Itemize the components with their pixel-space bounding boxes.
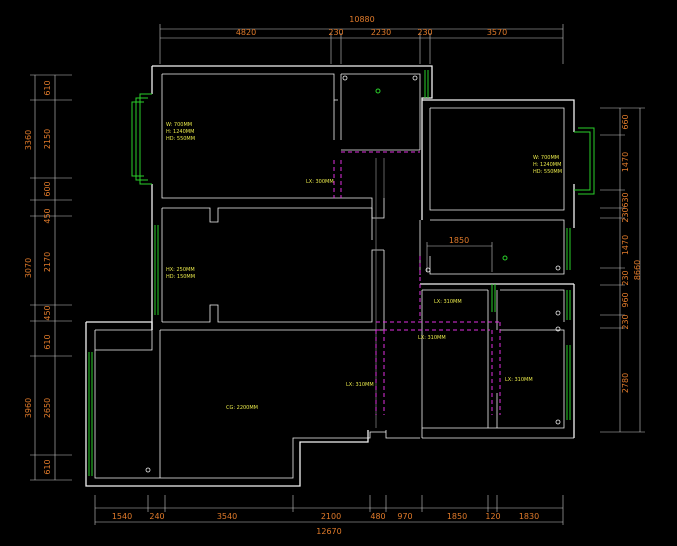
left-group3-dim-3: 610 [43,459,52,474]
room2-label-line2: H: 1240MM [533,162,561,168]
fixture-circle [425,267,431,273]
left-dimensions: 3360 610 2150 600 3070 450 2170 450 3960… [24,74,72,481]
room3-label-line2: HD: 150MM [166,274,195,280]
inner-dim-label: 1850 [449,236,469,245]
right-dim-1: 660 [621,114,630,129]
top-dim-3: 2230 [371,28,391,37]
right-dim-9: 2780 [621,373,630,393]
bottom-dim-6: 970 [397,512,412,521]
cg-label: CG: 2200MM [226,405,258,411]
right-dim-6: 230 [621,270,630,285]
fixture-circle [342,75,348,81]
top-total-dim: 10880 [349,15,374,24]
lx-label-4: LX: 310MM [346,382,374,388]
left-group3-dim-1: 610 [43,334,52,349]
top-dim-5: 3570 [487,28,507,37]
fixtures [145,75,561,473]
left-group1-dim-2: 2150 [43,129,52,149]
walls [85,65,575,487]
room1-label-line1: W: 700MM [166,122,192,128]
left-group1-total: 3360 [24,130,33,150]
lx-label-1: LX: 300MM [306,179,334,185]
bottom-dim-7: 1850 [447,512,467,521]
room1-label-line3: HD: 550MM [166,136,195,142]
bottom-dim-5: 480 [370,512,385,521]
fixture-circle [555,310,561,316]
room3-label-line1: HX: 250MM [166,267,195,273]
bottom-dim-4: 2100 [321,512,341,521]
right-dim-4: 630 [621,192,630,207]
left-group3-dim-2: 2650 [43,398,52,418]
fixture-circle [555,419,561,425]
light-fixture-icon [502,255,508,261]
fixture-circle [555,326,561,332]
room1-label-line2: H: 1240MM [166,129,194,135]
bottom-dim-2: 240 [149,512,164,521]
room2-label-line3: HD: 550MM [533,169,562,175]
light-fixture-icon [375,88,381,94]
fixture-circle [555,265,561,271]
bottom-dimensions: 1540 240 3540 2100 480 970 1850 120 1830… [94,495,564,536]
right-dim-8: 230 [621,314,630,329]
right-dim-5: 1470 [621,235,630,255]
left-group2-dim-1: 450 [43,208,52,223]
room-labels: W: 700MM H: 1240MM HD: 550MM W: 700MM H:… [166,122,562,411]
room2-label-line1: W: 700MM [533,155,559,161]
dashed-lines [333,151,501,415]
windows [88,70,595,476]
right-dim-2: 1470 [621,152,630,172]
bottom-total-dim: 12670 [316,527,341,536]
bottom-dim-9: 1830 [519,512,539,521]
left-group1-dim-1: 610 [43,80,52,95]
left-group2-total: 3070 [24,258,33,278]
left-group2-dim-3: 450 [43,305,52,320]
right-total-dim: 8660 [633,260,642,280]
bottom-dim-1: 1540 [112,512,132,521]
left-group2-dim-2: 2170 [43,252,52,272]
left-group1-dim-3: 600 [43,181,52,196]
fixture-circle [412,75,418,81]
lx-label-2: LX: 310MM [434,299,462,305]
top-dim-2: 230 [328,28,343,37]
right-dim-7: 960 [621,292,630,307]
top-dimensions: 10880 4820 230 2230 230 3570 [159,15,564,64]
fixture-circle [145,467,151,473]
right-dim-3: 230 [621,207,630,222]
top-dim-1: 4820 [236,28,256,37]
lx-label-5: LX: 310MM [505,377,533,383]
right-dimensions: 660 1470 230 630 1470 230 960 230 2780 8… [600,107,645,433]
inner-dimension: 1850 [426,236,493,272]
bottom-dim-8: 120 [485,512,500,521]
lx-label-3: LX: 310MM [418,335,446,341]
bottom-dim-3: 3540 [217,512,237,521]
left-group3-total: 3960 [24,398,33,418]
top-dim-4: 230 [417,28,432,37]
